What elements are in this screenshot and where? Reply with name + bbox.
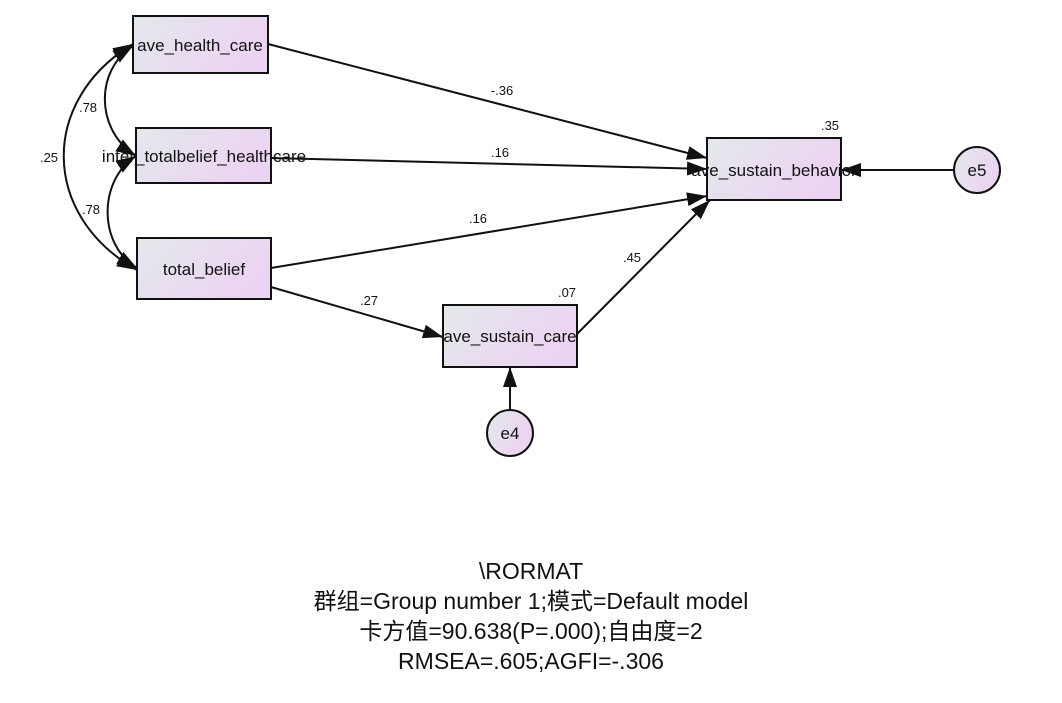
- node-label: inter_totalbelief_healthcare: [102, 147, 306, 166]
- coef-health-care-to-behavior: -.36: [491, 83, 513, 98]
- coef-inter-to-behavior: .16: [491, 145, 509, 160]
- node-ave-health-care[interactable]: ave_health_care: [132, 15, 269, 74]
- node-inter-totalbelief-healthcare[interactable]: inter_totalbelief_healthcare: [102, 127, 306, 184]
- node-label: ave_sustain_behavior: [691, 161, 857, 180]
- coef-cov-health-care-inter: .78: [79, 100, 97, 115]
- error-e4[interactable]: e4: [486, 409, 534, 457]
- footer-line-chi-square: 卡方值=90.638(P=.000);自由度=2: [359, 618, 703, 644]
- node-ave-sustain-care[interactable]: ave_sustain_care: [442, 304, 578, 368]
- coef-sustain-care-to-behavior: .45: [623, 250, 641, 265]
- coef-total-belief-to-sustain-care: .27: [360, 293, 378, 308]
- r2-ave-sustain-care: .07: [558, 285, 576, 300]
- footer-line-format: \RORMAT: [478, 558, 584, 584]
- coef-cov-inter-total-belief: .78: [82, 202, 100, 217]
- footer-line-rmsea-agfi: RMSEA=.605;AGFI=-.306: [398, 648, 664, 674]
- coef-total-belief-to-behavior: .16: [469, 211, 487, 226]
- path-inter-to-behavior: [270, 157, 708, 176]
- node-total-belief[interactable]: total_belief: [136, 237, 272, 300]
- covariance-inter-total-belief: [106, 155, 138, 269]
- path-sustain-care-to-behavior: [576, 199, 711, 335]
- covariance-health-care-inter: [103, 45, 137, 157]
- node-label: ave_sustain_care: [443, 327, 576, 346]
- covariance-health-care-total-belief: [62, 43, 138, 271]
- node-label: total_belief: [163, 260, 246, 279]
- coef-cov-health-care-total-belief: .25: [40, 150, 58, 165]
- error-e5[interactable]: e5: [953, 146, 1001, 194]
- path-total-belief-to-sustain-care: [270, 286, 444, 339]
- node-ave-sustain-behavior[interactable]: ave_sustain_behavior: [691, 137, 857, 201]
- node-label: ave_health_care: [137, 36, 263, 55]
- path-total-belief-to-behavior: [270, 192, 708, 269]
- error-label: e5: [968, 161, 987, 180]
- error-label: e4: [501, 424, 520, 443]
- footer-line-group-model: 群组=Group number 1;模式=Default model: [313, 588, 749, 614]
- r2-ave-sustain-behavior: .35: [821, 118, 839, 133]
- path-health-care-to-behavior: [267, 43, 708, 160]
- model-fit-summary: \RORMAT 群组=Group number 1;模式=Default mod…: [0, 556, 1062, 676]
